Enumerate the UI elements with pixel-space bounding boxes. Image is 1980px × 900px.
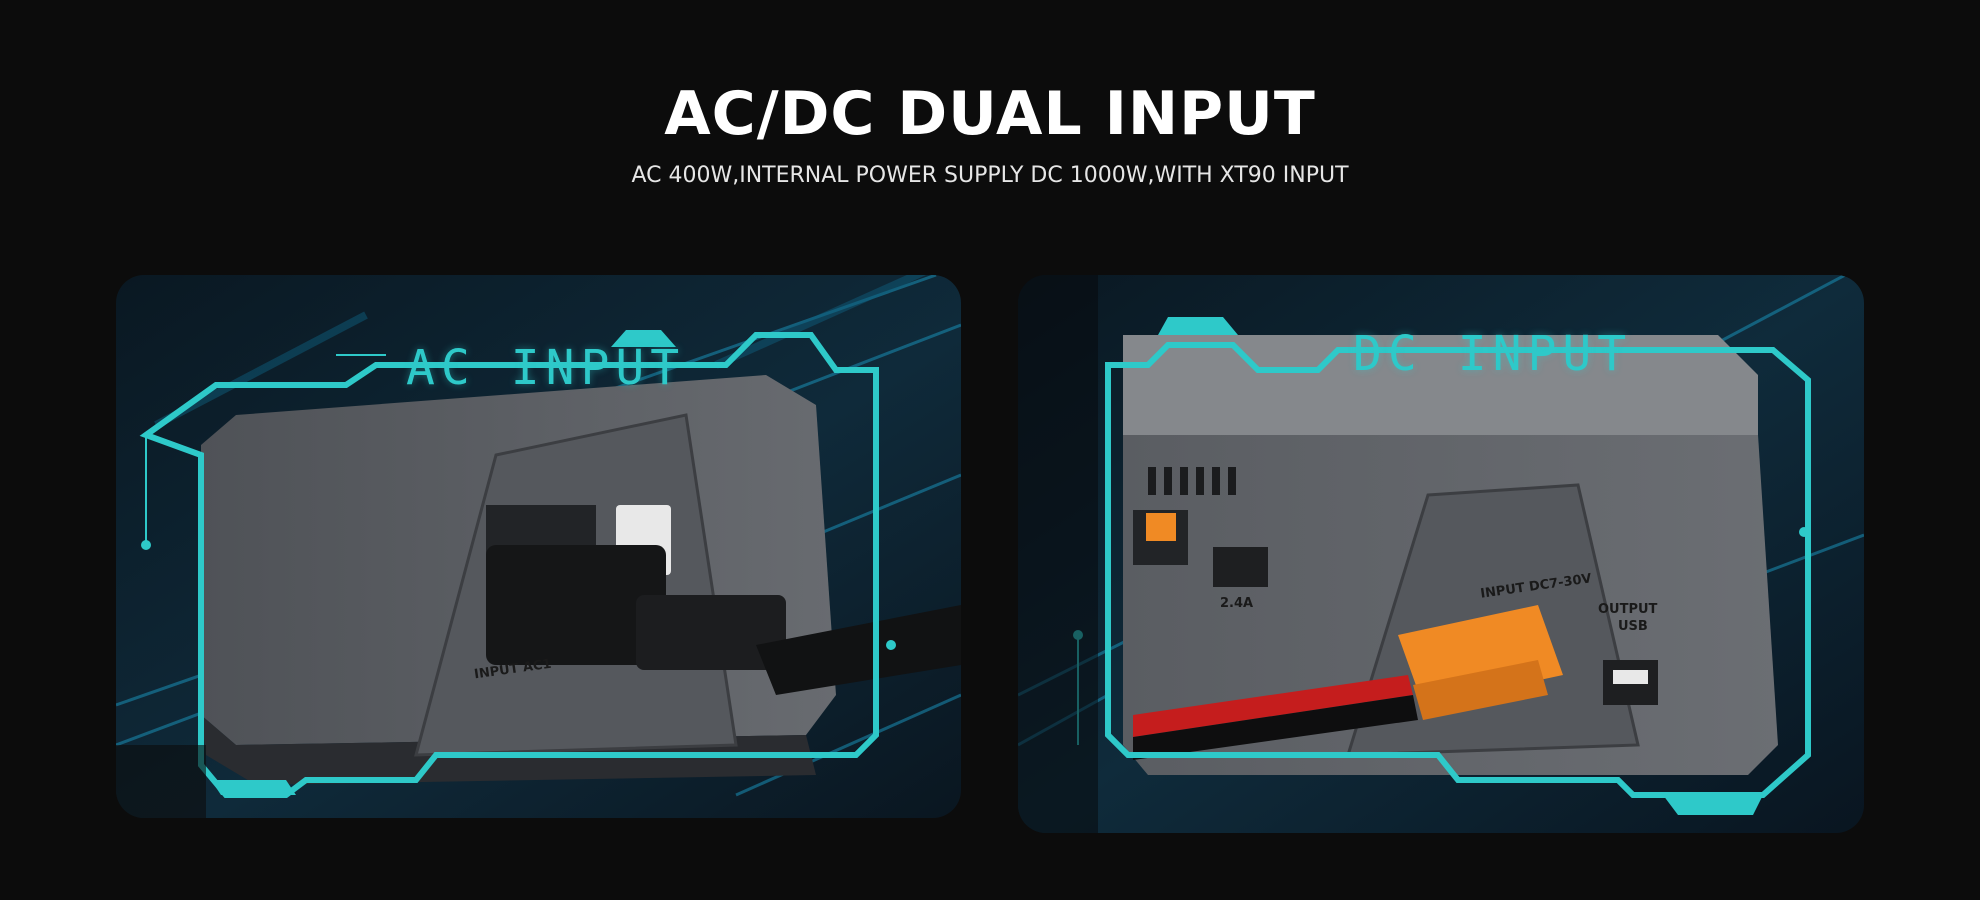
dc-usb-text: USB: [1618, 619, 1648, 634]
dc-input-panel: DC INPUT INPUT DC7-30V OUTPUT USB 2.4A: [1018, 275, 1864, 833]
ac-input-panel: AC INPUT INPUT AC1: [116, 275, 961, 818]
dc-current-text: 2.4A: [1220, 596, 1254, 611]
dc-output-text: OUTPUT: [1598, 602, 1658, 617]
page-subtitle: AC 400W,INTERNAL POWER SUPPLY DC 1000W,W…: [631, 163, 1349, 188]
page-title: AC/DC DUAL INPUT: [664, 79, 1316, 149]
ac-input-label: AC INPUT: [406, 340, 686, 396]
dc-input-illustration: [1018, 275, 1864, 833]
ac-input-illustration: [116, 275, 961, 818]
dc-input-label: DC INPUT: [1353, 326, 1633, 382]
